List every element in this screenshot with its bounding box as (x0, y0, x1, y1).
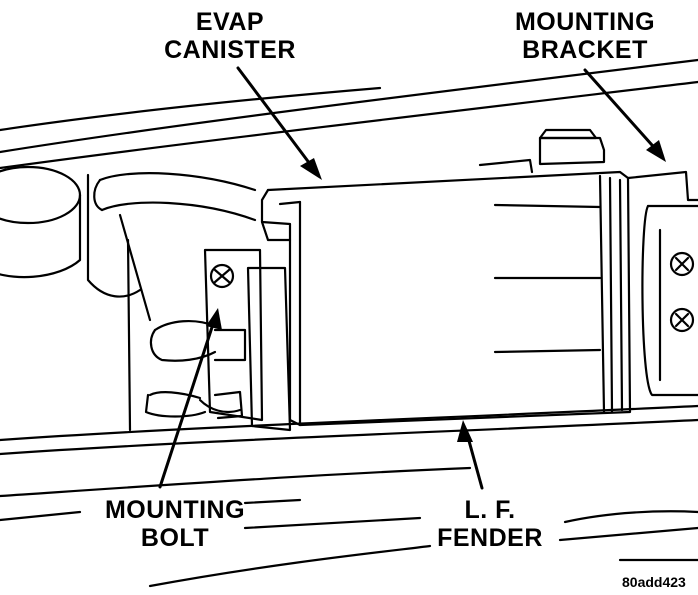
callout-evap-canister: EVAP CANISTER (150, 8, 310, 64)
callout-mounting-bracket-line2: BRACKET (522, 36, 648, 64)
mounting-bracket-shape (626, 170, 698, 397)
evap-canister-body (260, 170, 632, 427)
leader-arrowheads (206, 140, 666, 442)
hose (86, 172, 257, 322)
upper-body-lines (0, 58, 698, 170)
callout-mounting-bolt-line1: MOUNTING (104, 496, 246, 524)
figure-id: 80add423 (622, 574, 686, 590)
callout-mounting-bracket-line1: MOUNTING (514, 8, 656, 36)
reservoir (0, 165, 82, 279)
canister-cap (478, 128, 606, 174)
lower-hoses (126, 238, 242, 432)
leader-lines (158, 66, 662, 490)
callout-mounting-bolt: MOUNTING BOLT (85, 496, 265, 552)
callout-evap-canister-line1: EVAP (195, 8, 265, 36)
fender-lines (0, 404, 698, 588)
callout-mounting-bolt-line2: BOLT (140, 524, 210, 552)
callout-lf-fender-line1: L. F. (464, 496, 516, 524)
callout-evap-canister-line2: CANISTER (164, 36, 296, 64)
callout-lf-fender-line2: FENDER (437, 524, 543, 552)
callout-mounting-bracket: MOUNTING BRACKET (490, 8, 680, 64)
bolt-bracket (203, 248, 292, 432)
callout-lf-fender: L. F. FENDER (415, 496, 565, 552)
